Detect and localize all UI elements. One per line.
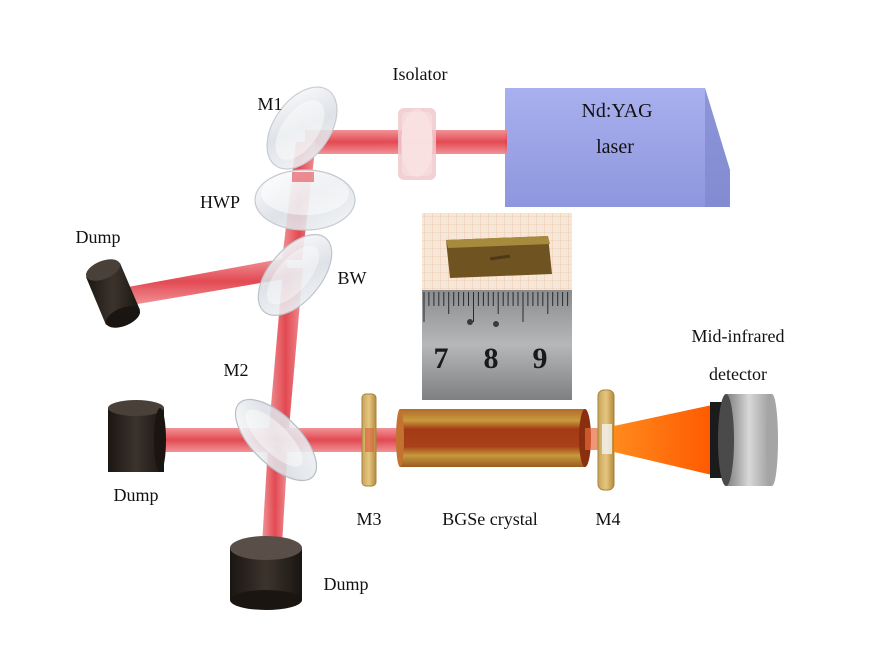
- beam-bw-to-m2: [268, 268, 303, 440]
- mirror-m1: M1: [257, 86, 338, 170]
- hwp-label: HWP: [200, 192, 240, 212]
- dump-top-left-label: Dump: [76, 227, 121, 247]
- bgse-crystal: BGSe crystal: [396, 409, 607, 529]
- crystal-photo-inset: 7 8 9: [422, 213, 572, 400]
- detector-label-line2: detector: [709, 364, 767, 384]
- dump-bottom-label: Dump: [324, 574, 369, 594]
- mirror-m4: M4: [595, 389, 621, 529]
- ruler-number-8: 8: [484, 342, 499, 375]
- mirror-m2: M2: [223, 360, 318, 482]
- beam-dump-left: Dump: [108, 400, 166, 505]
- half-wave-plate: HWP: [200, 169, 356, 231]
- beam-dump-top-left: Dump: [76, 227, 141, 328]
- detector-label-line1: Mid-infrared: [692, 326, 785, 346]
- isolator: Isolator: [393, 64, 448, 180]
- m1-label: M1: [257, 94, 282, 114]
- mid-infrared-beam: [614, 405, 712, 475]
- nd-yag-laser: Nd:YAG laser: [505, 88, 730, 207]
- m3-label: M3: [356, 509, 381, 529]
- ruler-number-9: 9: [533, 342, 548, 375]
- laser-label-line2: laser: [596, 136, 634, 158]
- dump-left-label: Dump: [114, 485, 159, 505]
- mid-infrared-detector: Mid-infrared detector: [692, 326, 785, 486]
- m4-label: M4: [595, 509, 620, 529]
- ruler-number-7: 7: [434, 342, 449, 375]
- beam-bw-to-dump: [128, 258, 290, 305]
- laser-label-line1: Nd:YAG: [581, 100, 652, 122]
- m2-label: M2: [223, 360, 248, 380]
- mirror-m3: M3: [356, 393, 382, 529]
- ruler-ticks: [423, 292, 569, 322]
- brewster-window: BW: [257, 234, 367, 316]
- crystal-label: BGSe crystal: [442, 509, 537, 529]
- bw-label: BW: [338, 268, 367, 288]
- isolator-label: Isolator: [393, 64, 448, 84]
- beam-dump-bottom: Dump: [230, 536, 369, 610]
